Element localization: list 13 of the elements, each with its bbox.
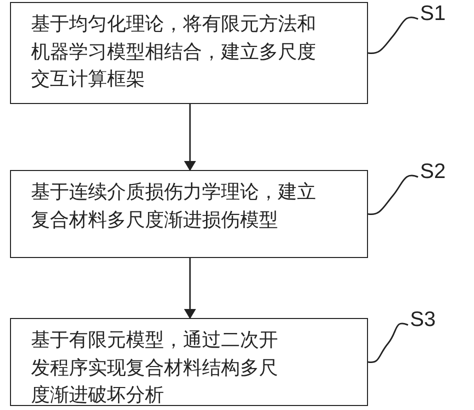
process-box	[10, 2, 368, 104]
leader-line	[368, 16, 418, 54]
step-label: S3	[410, 308, 436, 332]
arrow	[184, 258, 196, 319]
process-box	[10, 318, 368, 406]
step-text: 基于有限元模型，通过二次开发程序实现复合材料结构多尺度渐进破坏分析	[31, 328, 279, 408]
arrow	[184, 104, 196, 171]
step-text: 基于连续介质损伤力学理论，建立复合材料多尺度渐进损伤模型	[31, 180, 317, 233]
leader-line	[368, 322, 408, 364]
step-label: S1	[420, 2, 446, 26]
step-text: 基于均匀化理论，将有限元方法和机器学习模型相结合，建立多尺度交互计算框架	[31, 12, 317, 92]
step-label: S2	[420, 160, 446, 184]
process-box	[10, 170, 368, 258]
